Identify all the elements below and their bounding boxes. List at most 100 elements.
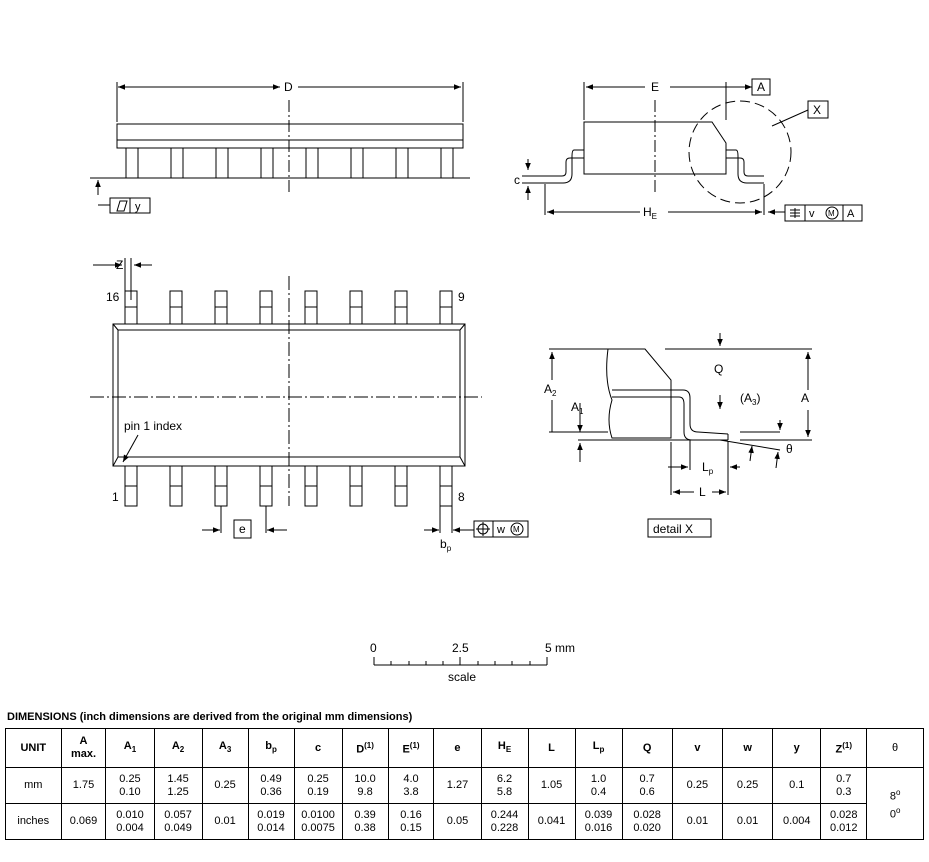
detail-body <box>606 348 672 439</box>
table-cell: 0.01 <box>671 803 723 840</box>
label-w: w <box>496 524 505 536</box>
pitch-e-box <box>233 519 252 539</box>
scale-label: scale <box>448 670 476 684</box>
label-a-ref: A <box>847 208 855 220</box>
table-header-cell: L <box>527 728 576 768</box>
label-m-circle: M <box>828 209 835 218</box>
table-cell: 0.1 <box>772 767 822 804</box>
label-theta: θ <box>786 442 793 456</box>
label-detail-x-caption: detail X <box>653 522 693 536</box>
label-e-pitch: e <box>239 522 246 536</box>
table-header-cell: w <box>721 728 774 768</box>
pin1-index-leader <box>122 434 139 463</box>
label-y: y <box>135 201 141 213</box>
table-cell: 1.27 <box>433 767 482 804</box>
label-detail-x: X <box>813 103 821 117</box>
table-unit-cell: inches <box>5 803 62 840</box>
table-header-cell: e <box>433 728 482 768</box>
table-cell: 0.01 <box>201 803 249 840</box>
end-view <box>522 78 863 222</box>
detail-circle <box>688 100 792 204</box>
package-outline-drawing: D E A X y c HE v M A Z 16 9 1 8 pin 1 in… <box>90 78 863 684</box>
table-cell: 0.041 <box>527 803 576 840</box>
label-q: Q <box>714 362 723 376</box>
label-lp: Lp <box>702 460 714 476</box>
table-header-cell: Lp <box>574 728 623 768</box>
label-pin1-index: pin 1 index <box>124 419 182 433</box>
label-a1: A1 <box>571 400 584 416</box>
table-header-cell: v <box>671 728 723 768</box>
label-pin-8: 8 <box>458 490 465 504</box>
table-cell: 0.01 <box>721 803 774 840</box>
label-a2: A2 <box>544 382 557 398</box>
table-unit-cell: mm <box>5 767 62 804</box>
label-a-height: A <box>801 391 809 405</box>
table-header-cell: Z(1) <box>820 728 868 768</box>
scale-mid: 2.5 <box>452 641 469 655</box>
table-header-cell: E(1) <box>387 728 435 768</box>
table-cell: 0.069 <box>60 803 107 840</box>
side-view <box>90 82 470 214</box>
table-cell: 0.25 <box>201 767 249 804</box>
table-header-cell: HE <box>480 728 529 768</box>
table-cell: 1.05 <box>527 767 576 804</box>
label-pin-16: 16 <box>106 290 120 304</box>
scale-end: 5 mm <box>545 641 575 655</box>
table-header-cell: A3 <box>201 728 249 768</box>
table-cell: 0.05 <box>433 803 482 840</box>
label-pin-9: 9 <box>458 290 465 304</box>
package-body-side <box>116 123 464 141</box>
table-cell: 1.75 <box>60 767 107 804</box>
detail-x-view <box>549 333 812 538</box>
table-header-cell: θ <box>866 728 924 768</box>
top-view <box>90 258 529 539</box>
label-a3: (A3) <box>740 391 760 407</box>
table-header-cell: Q <box>621 728 673 768</box>
drawing-labels: D E A X y c HE v M A Z 16 9 1 8 pin 1 in… <box>106 80 855 684</box>
scale-start: 0 <box>370 641 377 655</box>
table-cell: 0.25 <box>671 767 723 804</box>
table-header-cell: bp <box>247 728 295 768</box>
label-e: E <box>651 80 659 94</box>
label-l: L <box>699 485 706 499</box>
table-header-cell: A1 <box>105 728 155 768</box>
table-cell: 0.25 <box>721 767 774 804</box>
label-pin-1: 1 <box>112 490 119 504</box>
table-header-cell: A2 <box>153 728 203 768</box>
dimensions-title: DIMENSIONS (inch dimensions are derived … <box>7 711 413 723</box>
label-c: c <box>514 173 520 187</box>
label-datum-a: A <box>757 80 765 94</box>
label-v: v <box>809 208 815 220</box>
label-bp: bp <box>440 537 452 553</box>
detail-x-box <box>807 100 829 119</box>
table-header-cell: D(1) <box>341 728 389 768</box>
position-tolerance-callout <box>473 520 529 538</box>
label-d: D <box>284 80 293 94</box>
table-header-cell: c <box>293 728 343 768</box>
label-m-circle-2: M <box>513 525 520 534</box>
detail-x-label-box <box>647 518 712 538</box>
